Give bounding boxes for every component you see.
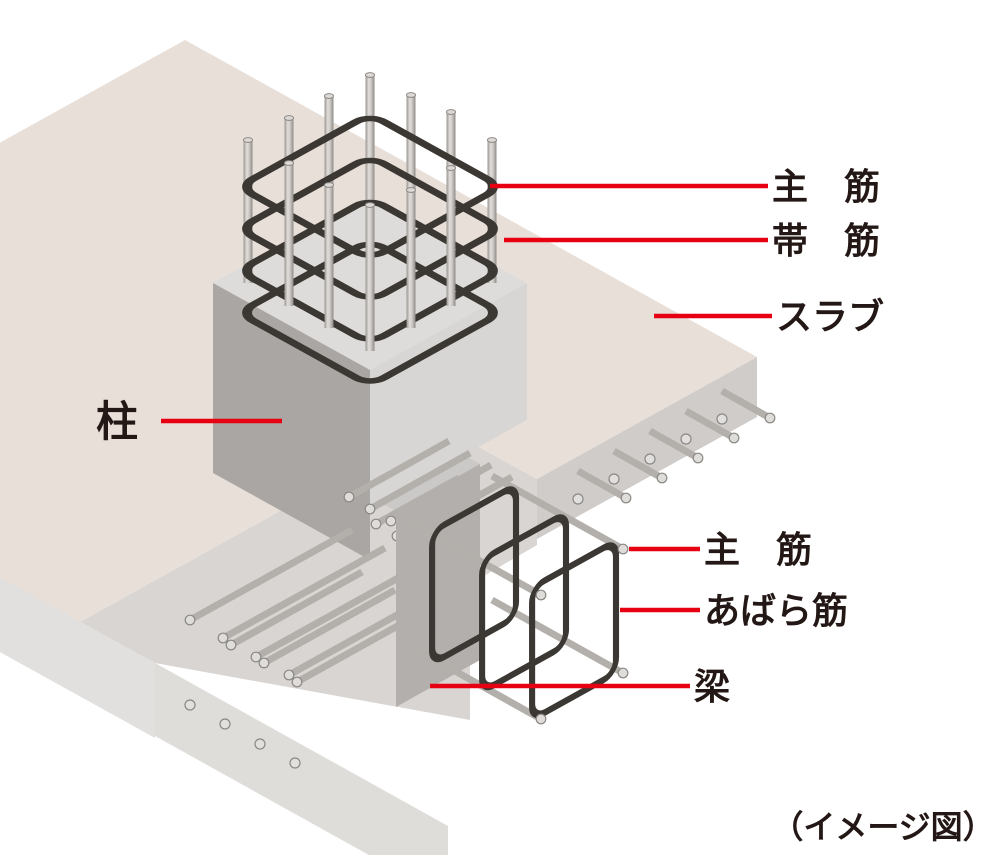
column-vertical-rebars-front bbox=[284, 163, 456, 351]
image-caption: （イメージ図） bbox=[771, 808, 994, 846]
slab-rebars-left bbox=[184, 526, 453, 769]
label-column-main-rebar: 主 筋 bbox=[772, 167, 880, 208]
slab-rebar-section-dots-left bbox=[184, 699, 301, 769]
column-hoop bbox=[242, 241, 498, 384]
beam-stirrup bbox=[529, 542, 620, 719]
slab-right-cut-face bbox=[537, 357, 757, 539]
label-column: 柱 bbox=[96, 397, 138, 446]
beam-stirrup bbox=[479, 514, 570, 691]
label-slab: スラブ bbox=[776, 296, 884, 338]
column-hoop bbox=[242, 115, 498, 258]
beam-stirrups bbox=[429, 486, 620, 719]
labels: 主 筋 帯 筋 スラブ 柱 主 筋 あばら筋 梁 （イメージ図） bbox=[96, 167, 995, 846]
slab-rebar-section-dots-right bbox=[572, 413, 728, 505]
column-front-face bbox=[213, 283, 370, 560]
beam-stirrup bbox=[429, 486, 520, 663]
slab-front-left-face bbox=[0, 577, 155, 738]
column-side-face bbox=[370, 283, 527, 507]
beam bbox=[396, 464, 629, 725]
column-rebar-end-caps bbox=[242, 72, 498, 208]
leader-lines bbox=[161, 183, 772, 689]
column-rebar-cage bbox=[242, 72, 498, 384]
label-hoop: 帯 筋 bbox=[772, 221, 880, 262]
slab-front-bottom-face bbox=[155, 663, 448, 855]
column-hoops bbox=[242, 115, 498, 384]
label-stirrup: あばら筋 bbox=[704, 591, 848, 632]
label-beam: 梁 bbox=[694, 667, 730, 708]
column-hoop bbox=[242, 157, 498, 300]
beam-rebar-end-caps bbox=[535, 543, 629, 725]
slab-rebar-end-caps-left bbox=[184, 614, 303, 688]
label-beam-main-rebar: 主 筋 bbox=[704, 530, 812, 571]
column-hoop bbox=[242, 199, 498, 342]
